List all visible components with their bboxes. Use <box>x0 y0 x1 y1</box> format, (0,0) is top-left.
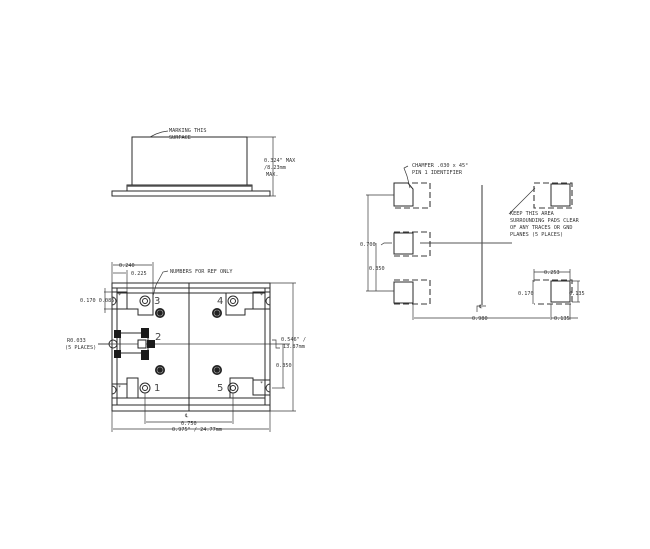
height-dim-1: 0.324" MAX <box>264 158 296 164</box>
rivet-lower-right <box>212 365 222 375</box>
dim-right-2: 13.87mm <box>283 344 305 350</box>
svg-text:*: * <box>260 293 263 299</box>
dim-width: 0.975" / 24.77mm <box>172 427 222 433</box>
dim-0135-horizontal: 0.135 <box>554 316 570 322</box>
radius-note-2: (5 PLACES) <box>65 345 96 351</box>
pin-label-1: 1 <box>154 383 160 394</box>
package-body <box>131 136 248 186</box>
pad-pin1 <box>393 279 431 305</box>
marking-note-2: SURFACE <box>169 135 191 141</box>
keep-note-3: OF ANY TRACES OR GND <box>510 225 572 231</box>
svg-text:*: * <box>118 293 121 299</box>
slot-top-right: * <box>252 291 271 310</box>
pcb-footprint: ℄ CHAMFER .030 x 45° PIN 1 IDENTIFIER KE <box>360 163 585 322</box>
dim-0240: 0.240 <box>119 263 135 269</box>
dim-0253: 0.253 <box>544 270 560 276</box>
pin-label-5: 5 <box>217 383 223 394</box>
numbers-note: NUMBERS FOR REF ONLY <box>170 269 233 275</box>
dim-0980: 0.980 <box>472 316 488 322</box>
dim-0170: 0.170 <box>518 291 534 297</box>
package-base <box>111 190 271 197</box>
pin4-pad-outline <box>225 293 254 316</box>
rivet-lower-left <box>155 365 165 375</box>
pin2-gate-assembly <box>108 328 155 360</box>
pad-pin2 <box>393 231 431 257</box>
keep-leader <box>508 187 536 215</box>
keep-note-2: SURROUNDING PADS CLEAR <box>510 218 580 224</box>
dim-0350: 0.350 <box>276 363 292 369</box>
rivet-upper-left <box>155 308 165 318</box>
radius-note-1: R0.033 <box>67 338 86 344</box>
pin1-pad-outline <box>126 377 139 398</box>
pad-pin5 <box>534 279 573 305</box>
slot-bottom-right: * <box>252 379 271 396</box>
numbers-leader <box>152 270 169 297</box>
dim-0750: 0.750 <box>181 421 197 427</box>
rivet-upper-right <box>212 308 222 318</box>
chamfer-note-2: PIN 1 IDENTIFIER <box>412 170 463 176</box>
pad-pin4 <box>533 182 573 209</box>
dim-0225: 0.225 <box>131 271 147 277</box>
dim-0135-vertical: 0.135 <box>569 291 585 297</box>
svg-text:*: * <box>118 385 121 391</box>
centerline-symbol-top: ℄ <box>184 413 189 419</box>
chamfer-note-1: CHAMFER .030 x 45° <box>412 163 468 169</box>
terminal-pin4 <box>227 295 239 307</box>
pin-label-3: 3 <box>154 296 160 307</box>
slot-bottom-left: * <box>111 383 128 399</box>
dim-slot: 0.170 0.085 <box>80 298 114 304</box>
keep-note-1: KEEP THIS AREA <box>510 211 555 217</box>
pin-label-2: 2 <box>155 332 161 343</box>
package-outline <box>111 282 271 412</box>
height-dim-2: /8.23mm <box>264 165 286 171</box>
footprint-centerline-symbol: ℄ <box>478 304 483 310</box>
height-dim-3: MAX. <box>266 172 279 178</box>
chamfer-leader <box>403 165 411 189</box>
pin-label-4: 4 <box>217 296 223 307</box>
marking-leader <box>149 130 169 138</box>
top-view: * * * * <box>65 262 306 433</box>
pad-pin3 <box>393 182 431 209</box>
dim-0350-footprint: 0.350 <box>369 266 385 272</box>
side-view: MARKING THIS SURFACE 0.324" MAX /8.23mm … <box>111 128 296 197</box>
dim-right-1: 0.546" / <box>281 337 306 343</box>
terminal-pin3 <box>139 295 151 307</box>
keep-note-4: PLANES (5 PLACES) <box>510 232 563 238</box>
dim-0700: 0.700 <box>360 242 376 248</box>
svg-text:*: * <box>260 381 263 387</box>
marking-note-1: MARKING THIS <box>169 128 206 134</box>
pin5-pad-outline <box>229 377 245 398</box>
terminal-pin1 <box>139 382 151 394</box>
pin3-pad-outline <box>126 293 154 316</box>
